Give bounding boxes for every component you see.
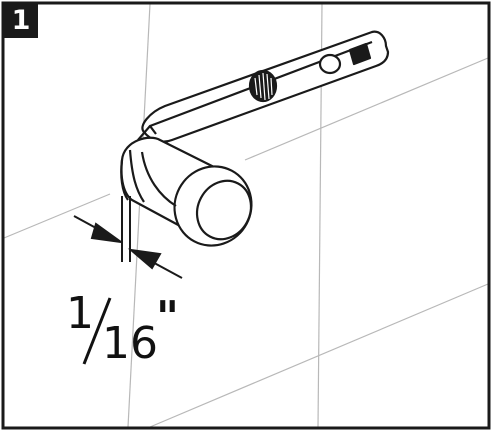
tile-line: [127, 3, 151, 428]
handle-contour: [140, 151, 177, 207]
wrench-hole: [318, 53, 342, 75]
fraction-denominator: 16: [102, 318, 158, 369]
fraction-numerator: 1: [66, 288, 94, 339]
knurl-lines: [254, 72, 273, 101]
tile-line: [149, 283, 489, 428]
arrowhead-right: [127, 248, 162, 270]
inch-symbol: ": [156, 292, 179, 343]
tile-line: [3, 193, 111, 239]
gap-measurement-label: 1 16 ": [66, 292, 206, 372]
fraction-slash: [82, 297, 112, 365]
step-number-badge: 1: [4, 4, 38, 38]
gap-dimension: [73, 196, 183, 279]
handle-flange: [128, 149, 145, 203]
handle-flange-edge: [120, 159, 129, 201]
arrowhead-left: [90, 222, 122, 243]
wrench-tip: [348, 42, 372, 66]
handle-end-face: [195, 179, 253, 241]
allen-wrench: [137, 30, 390, 143]
wrench-bend: [137, 124, 157, 141]
tile-line: [244, 57, 489, 161]
handle-body: [120, 136, 253, 247]
